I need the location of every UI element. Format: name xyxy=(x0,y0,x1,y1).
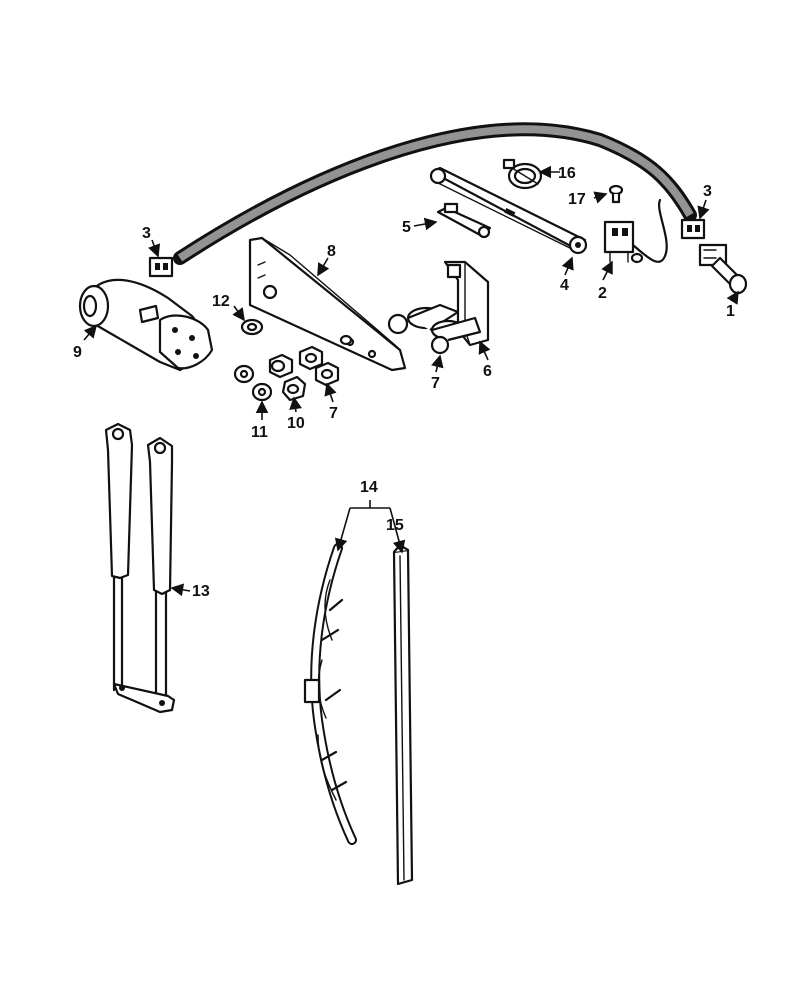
callout-17: 17 xyxy=(568,191,586,208)
motor-bracket xyxy=(387,260,490,355)
callout-3-right: 3 xyxy=(703,183,712,200)
callout-12: 12 xyxy=(212,293,230,310)
callout-16: 16 xyxy=(558,165,576,182)
linkage-bar xyxy=(429,166,588,255)
callout-1: 1 xyxy=(726,303,735,320)
callout-8: 8 xyxy=(327,243,336,260)
callout-5: 5 xyxy=(402,219,411,236)
connector-left xyxy=(148,256,174,278)
wiper-arms xyxy=(104,422,176,714)
callout-13: 13 xyxy=(192,583,210,600)
callout-6: 6 xyxy=(483,363,492,380)
callout-3-left: 3 xyxy=(142,225,151,242)
toggle-switch xyxy=(698,243,748,295)
callout-15: 15 xyxy=(386,517,404,534)
wiring-harness xyxy=(148,122,706,278)
callout-9: 9 xyxy=(73,344,82,361)
callout-7-upper: 7 xyxy=(431,375,440,392)
wiper-motor xyxy=(78,278,214,372)
small-screw xyxy=(608,184,624,204)
wiper-blade xyxy=(303,543,357,845)
leader-lines xyxy=(83,165,739,597)
connector-right xyxy=(680,218,706,240)
callout-14: 14 xyxy=(360,479,378,496)
callout-2: 2 xyxy=(598,285,607,302)
callout-4: 4 xyxy=(560,277,569,294)
callout-7-lower: 7 xyxy=(329,405,338,422)
hardware-set xyxy=(233,318,353,402)
blade-refill xyxy=(392,543,414,886)
switch-assembly xyxy=(603,198,668,264)
hose-clamp xyxy=(502,158,543,190)
callout-11: 11 xyxy=(251,424,268,441)
crank-arm xyxy=(436,202,492,239)
callout-10: 10 xyxy=(287,415,305,432)
callout-labels: 1 2 3 3 4 5 6 7 7 8 9 10 11 12 13 14 15 … xyxy=(73,165,735,600)
